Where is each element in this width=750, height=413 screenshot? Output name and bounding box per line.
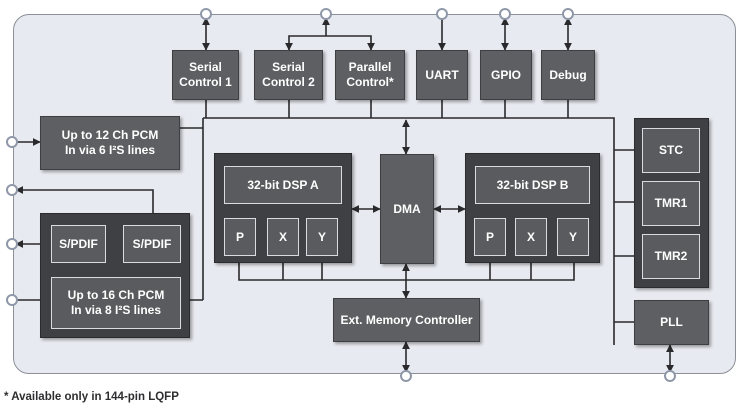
- dsp-a-x-memory: X: [267, 218, 299, 256]
- tmr2-block: TMR2: [642, 234, 700, 279]
- dsp-b-core: 32-bit DSP B: [475, 166, 590, 204]
- serial-control-1-block: Serial Control 1: [172, 50, 239, 100]
- pin-pcm-in-12: [6, 136, 18, 148]
- pin-spdif-left: [6, 238, 18, 250]
- serial-control-2-block: Serial Control 2: [254, 50, 323, 100]
- dsp-a-y-memory: Y: [306, 218, 338, 256]
- pcm-in-12-block: Up to 12 Ch PCM In via 6 I²S lines: [40, 116, 180, 170]
- pin-ext-memory: [400, 370, 412, 382]
- ext-memory-controller-block: Ext. Memory Controller: [333, 298, 480, 342]
- parallel-control-block: Parallel Control*: [335, 50, 405, 100]
- pin-serial-2: [320, 8, 332, 20]
- dsp-a-core: 32-bit DSP A: [224, 166, 342, 204]
- dma-block: DMA: [380, 154, 434, 264]
- pin-pcm-in-16: [6, 294, 18, 306]
- pin-gpio: [499, 8, 511, 20]
- pin-spdif-right: [6, 184, 18, 196]
- pin-uart: [436, 8, 448, 20]
- peripheral-bus: [203, 117, 615, 345]
- dsp-b-x-memory: X: [515, 218, 547, 256]
- pin-serial-1: [200, 8, 212, 20]
- pin-pll: [664, 370, 676, 382]
- pcm-in-16-block: Up to 16 Ch PCM In via 8 I²S lines: [51, 277, 181, 329]
- pll-block: PLL: [634, 300, 709, 345]
- uart-block: UART: [416, 50, 468, 100]
- footnote: * Available only in 144-pin LQFP: [4, 391, 179, 403]
- debug-block: Debug: [541, 50, 595, 100]
- tmr1-block: TMR1: [642, 181, 700, 226]
- stc-block: STC: [642, 128, 700, 173]
- spdif-left-block: S/PDIF: [51, 225, 106, 263]
- dsp-a-p-memory: P: [224, 218, 256, 256]
- dsp-b-y-memory: Y: [557, 218, 589, 256]
- pin-debug: [562, 8, 574, 20]
- dsp-b-p-memory: P: [474, 218, 506, 256]
- gpio-block: GPIO: [480, 50, 532, 100]
- spdif-right-block: S/PDIF: [123, 225, 181, 263]
